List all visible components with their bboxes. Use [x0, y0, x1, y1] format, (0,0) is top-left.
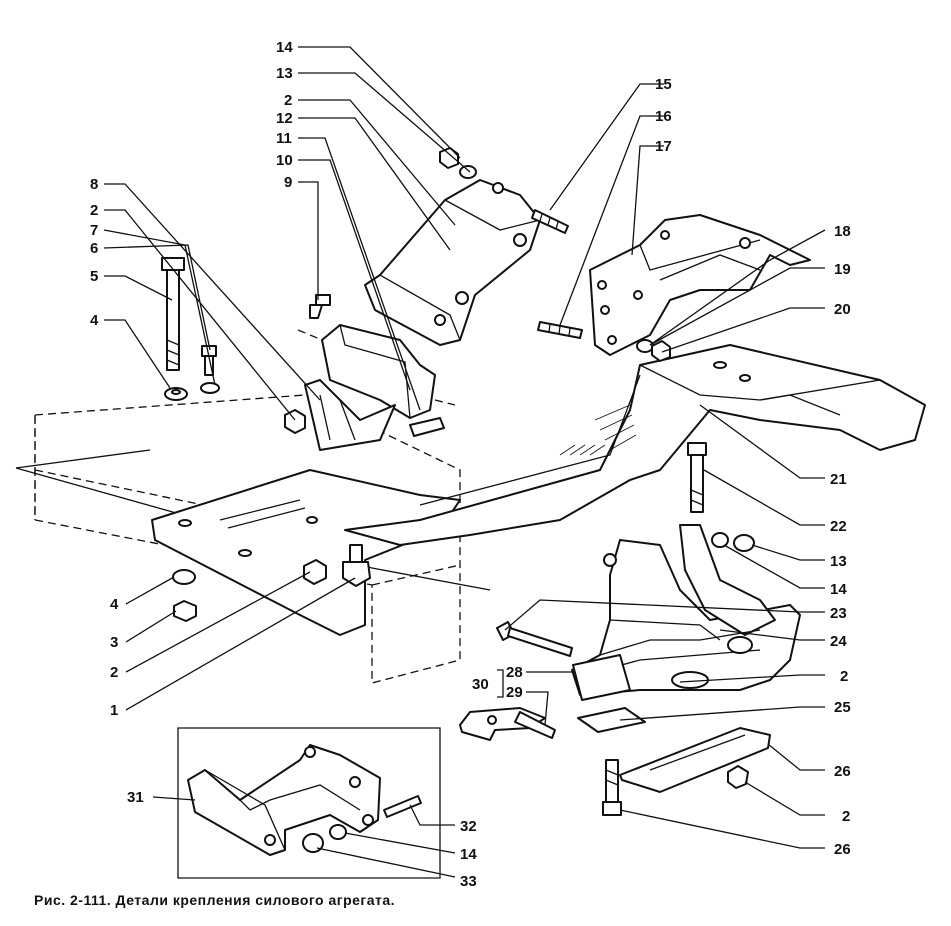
- engine-bracket-17: [589, 214, 811, 356]
- label-4a: 4: [90, 312, 99, 329]
- label-2d: 2: [842, 808, 850, 825]
- label-31: 31: [127, 789, 144, 806]
- cross-member-21: [344, 344, 926, 546]
- plate-25: [577, 707, 646, 733]
- label-24: 24: [830, 633, 847, 650]
- plate-26: [619, 727, 771, 793]
- bolt-9: [309, 294, 331, 319]
- bracket-29: [459, 707, 556, 741]
- stud-1: [342, 544, 371, 587]
- label-32: 32: [460, 818, 477, 835]
- label-1: 1: [110, 702, 118, 719]
- cushion-28: [572, 654, 631, 701]
- callout-labels: 14 13 2 12 11 10 9 8 2 7 6 5 4 15 16 17 …: [90, 39, 851, 890]
- bolt-26: [602, 759, 622, 816]
- bolt-5: [161, 257, 185, 371]
- variant-frame: [177, 727, 441, 879]
- stud-15: [531, 209, 569, 234]
- nut-33: [302, 833, 324, 853]
- label-8: 8: [90, 176, 98, 193]
- washer-7: [200, 382, 220, 394]
- nut-20: [651, 340, 671, 362]
- bolt-22: [687, 442, 707, 513]
- washer-14-right: [711, 532, 729, 548]
- rubber-cushion-10: [297, 324, 456, 419]
- leader-lines: [103, 46, 826, 878]
- nut-2-left: [284, 409, 306, 434]
- label-22: 22: [830, 518, 847, 535]
- washer-4-top: [164, 387, 188, 401]
- label-16: 16: [655, 108, 672, 125]
- label-33: 33: [460, 873, 477, 890]
- nut-2-mid: [303, 559, 327, 585]
- label-14c: 14: [460, 846, 477, 863]
- label-26b: 26: [834, 841, 851, 858]
- label-4b: 4: [110, 596, 119, 613]
- label-23: 23: [830, 605, 847, 622]
- engine-bracket-12: [364, 179, 541, 346]
- bolt-24: [496, 621, 573, 657]
- label-13b: 13: [830, 553, 847, 570]
- bracket-31: [187, 744, 381, 856]
- bracket-8: [304, 379, 396, 451]
- label-14a: 14: [276, 39, 293, 56]
- label-6: 6: [90, 240, 98, 257]
- label-2a: 2: [284, 92, 292, 109]
- label-21: 21: [830, 471, 847, 488]
- label-2c: 2: [840, 668, 848, 685]
- nut-13-right: [733, 534, 755, 552]
- nut-2-right: [727, 765, 749, 789]
- label-12: 12: [276, 110, 293, 127]
- label-18: 18: [834, 223, 851, 240]
- label-30: 30: [472, 676, 489, 693]
- washer-19: [636, 339, 654, 353]
- label-7: 7: [90, 222, 98, 239]
- label-29: 29: [506, 684, 523, 701]
- label-10: 10: [276, 152, 293, 169]
- label-2e: 2: [110, 664, 118, 681]
- label-15: 15: [655, 76, 672, 93]
- label-28: 28: [506, 664, 523, 681]
- label-2b: 2: [90, 202, 98, 219]
- label-20: 20: [834, 301, 851, 318]
- label-5: 5: [90, 268, 98, 285]
- figure-caption: Рис. 2-111. Детали крепления силового аг…: [34, 892, 396, 908]
- label-3: 3: [110, 634, 118, 651]
- nut-3: [173, 600, 197, 622]
- nut-14-top: [439, 147, 459, 169]
- stud-32: [383, 795, 422, 818]
- support-plate: [151, 469, 461, 636]
- washer-13-top: [459, 165, 477, 179]
- bolt-6: [201, 345, 217, 376]
- washer-14-box: [329, 824, 347, 840]
- washer-4-bottom: [172, 569, 196, 585]
- bolt-11: [409, 417, 445, 437]
- label-25: 25: [834, 699, 851, 716]
- label-14b: 14: [830, 581, 847, 598]
- label-17: 17: [655, 138, 672, 155]
- stud-16: [537, 321, 583, 339]
- label-9: 9: [284, 174, 292, 191]
- label-19: 19: [834, 261, 851, 278]
- label-26a: 26: [834, 763, 851, 780]
- label-11: 11: [276, 130, 292, 147]
- label-13a: 13: [276, 65, 293, 82]
